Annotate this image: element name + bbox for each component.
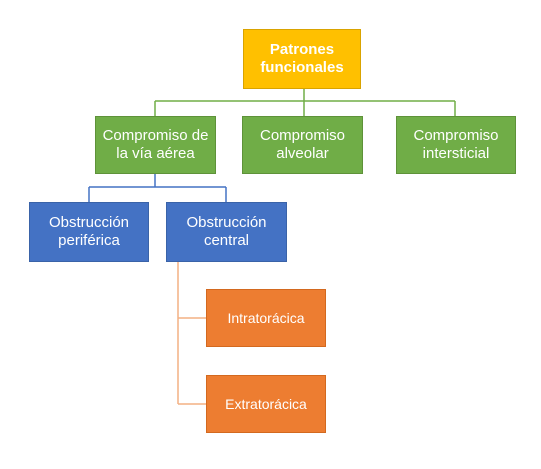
node-compromiso-alveolar: Compromiso alveolar [242, 116, 363, 174]
node-compromiso-via-aerea: Compromiso de la vía aérea [95, 116, 216, 174]
connectors-root-to-level1 [154, 89, 456, 116]
node-label: Compromiso intersticial [413, 127, 499, 162]
node-label: Patrones funcionales [260, 41, 344, 76]
node-label: Compromiso de la vía aérea [102, 127, 209, 162]
node-extratoracica: Extratorácica [206, 375, 326, 433]
node-obstruccion-periferica: Obstrucción periférica [29, 202, 149, 262]
connectors-level2-to-level3 [177, 262, 206, 405]
node-label: Intratorácica [227, 309, 305, 326]
node-label: Extratorácica [225, 395, 307, 412]
node-patrones-funcionales: Patrones funcionales [243, 29, 361, 89]
node-obstruccion-central: Obstrucción central [166, 202, 287, 262]
node-label: Obstrucción central [186, 214, 267, 249]
node-label: Compromiso alveolar [259, 127, 346, 162]
node-compromiso-intersticial: Compromiso intersticial [396, 116, 516, 174]
connectors-level1-to-level2 [88, 174, 227, 202]
node-label: Obstrucción periférica [48, 214, 130, 249]
node-intratoracica: Intratorácica [206, 289, 326, 347]
